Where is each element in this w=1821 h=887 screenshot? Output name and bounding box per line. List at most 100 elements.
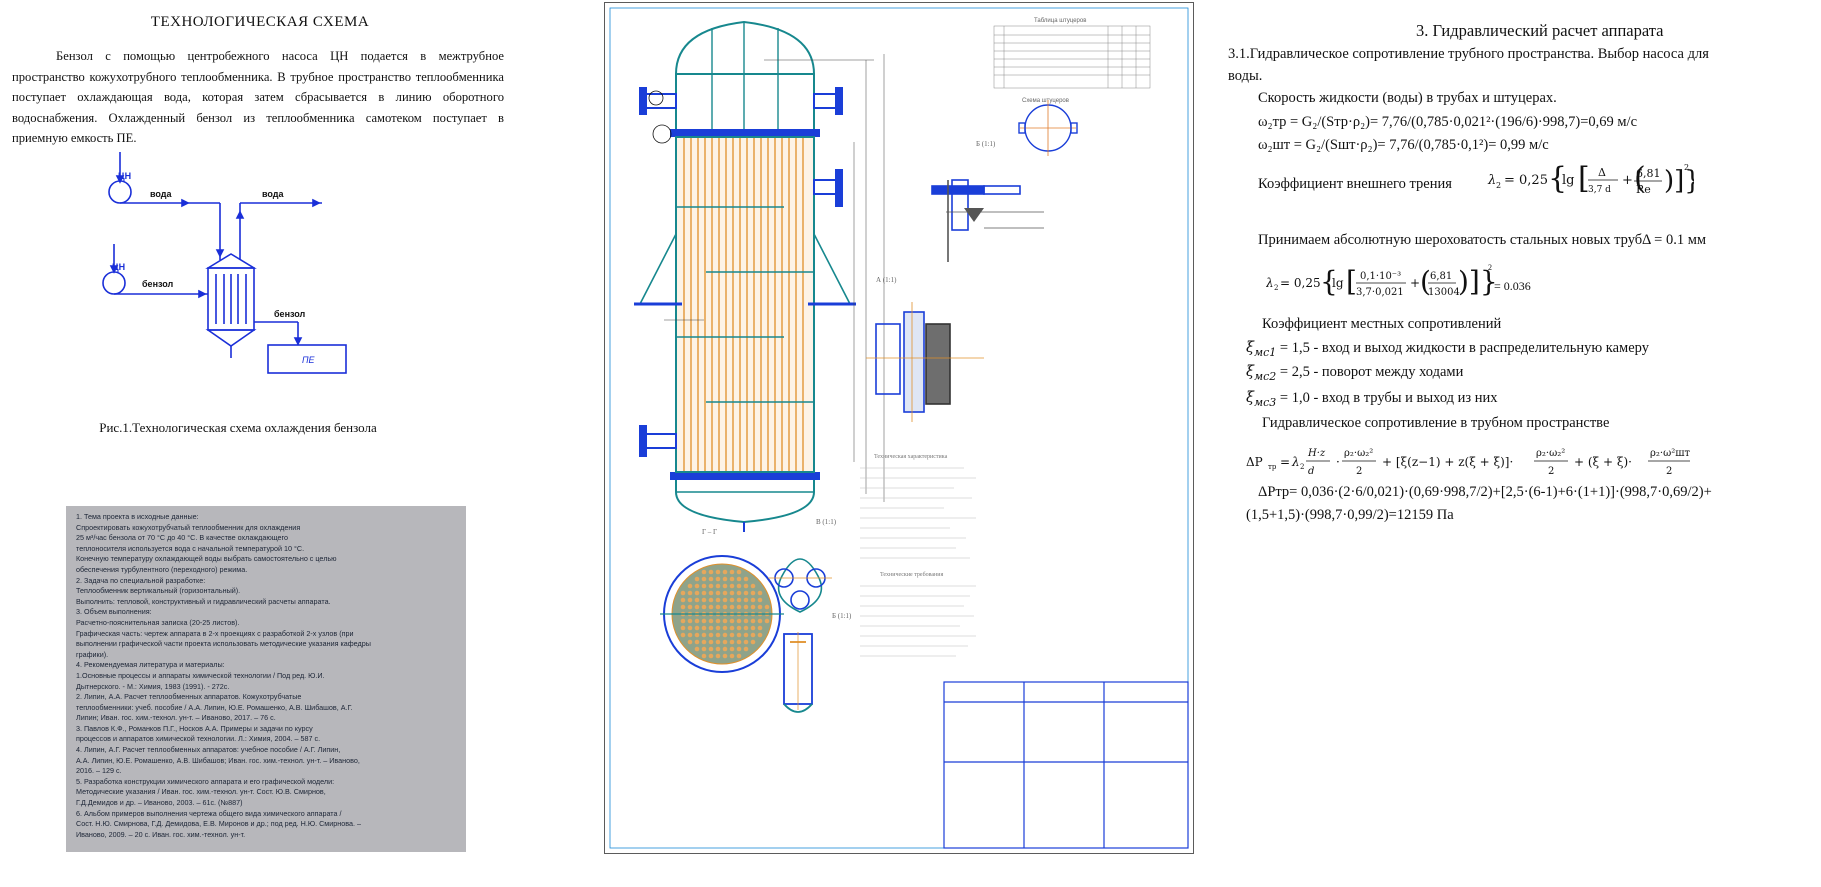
tube-hole (722, 569, 728, 575)
assignment-line: 3. Павлов К.Ф., Романков П.Г., Носков А.… (76, 723, 313, 733)
assignment-line: Расчетно-пояснительная записка (20-25 ли… (76, 617, 240, 627)
tube-hole (687, 618, 693, 624)
vessel-body (670, 20, 820, 524)
svg-text:ρ₂·ω₂²: ρ₂·ω₂² (1344, 448, 1373, 459)
tube-hole (757, 618, 763, 624)
assignment-line: 3. Объем выполнения: (76, 607, 152, 617)
tube-hole (687, 597, 693, 603)
tube-hole (687, 583, 693, 589)
tube-hole (694, 618, 700, 624)
assignment-line: обеспечения турбулентного (переходного) … (76, 564, 248, 574)
svg-text:{: { (1320, 265, 1338, 298)
xi-2-symbol: ξмс2 (1246, 364, 1277, 383)
tube-hole (715, 639, 721, 645)
assignment-line: Дытнерского. - М.: Химия, 1983 (1991). -… (76, 681, 230, 691)
tube-hole (736, 604, 742, 610)
tube-hole (722, 590, 728, 596)
tube-hole (729, 597, 735, 603)
pump-top-label: ЦН (118, 171, 131, 181)
nozzle-scheme (1018, 100, 1078, 156)
tube-hole (729, 618, 735, 624)
assignment-line: 4. Липин, А.Г. Расчет теплообменных аппа… (76, 745, 341, 755)
tech-req-lines (860, 585, 976, 657)
tube-hole (694, 632, 700, 638)
svg-text:ρ₂·ω₂²: ρ₂·ω₂² (1536, 448, 1565, 459)
assignment-line: 1.Основные процессы и аппараты химическо… (76, 670, 325, 680)
tube-hole (729, 646, 735, 652)
local-resistance-heading: Коэффициент местных сопротивлений (1262, 316, 1502, 332)
tube-hole (715, 625, 721, 631)
tube-hole (687, 604, 693, 610)
scheme-title: ТЕХНОЛОГИЧЕСКАЯ СХЕМА (150, 14, 370, 30)
lambda-calc-value: = 0.036 (1494, 279, 1531, 293)
pump-bottom-label: ЦН (112, 262, 125, 272)
velocity-heading: Скорость жидкости (воды) в трубах и штуц… (1258, 90, 1557, 106)
tech-spec-lines (860, 467, 976, 559)
tube-hole (743, 618, 749, 624)
xi-1-symbol: ξмс1 (1246, 340, 1277, 359)
tube-hole (736, 583, 742, 589)
assignment-line: процессов и аппаратов химической техноло… (76, 734, 321, 744)
svg-text:H·z: H·z (1307, 448, 1326, 459)
tube-hole (708, 625, 714, 631)
svg-text:2: 2 (1666, 466, 1672, 477)
tube-hole (715, 632, 721, 638)
svg-text:= 0,25: = 0,25 (1280, 276, 1321, 290)
tube-hole (715, 590, 721, 596)
tube-hole (715, 569, 721, 575)
assignment-line: 2016. – 129 с. (76, 766, 122, 776)
svg-text:·: · (1336, 455, 1340, 469)
tube-hole (694, 576, 700, 582)
nozzle-scheme-label: Схема штуцеров (1022, 98, 1069, 104)
tube-sheet-section (660, 555, 784, 673)
tube-hole (722, 583, 728, 589)
tube-hole (722, 625, 728, 631)
scheme-description: Бензол с помощью центробежного насоса ЦН… (12, 46, 504, 149)
tube-hole (694, 639, 700, 645)
svg-text:2: 2 (1274, 284, 1278, 292)
xi-1-value: = 1,5 (1279, 340, 1310, 356)
tube-hole (750, 583, 756, 589)
tube-hole (708, 639, 714, 645)
tube-hole (701, 639, 707, 645)
assignment-line: 6. Альбом примеров выполнения чертежа об… (76, 808, 342, 818)
view-label-a: А (1:1) (876, 276, 897, 284)
eq-velocity-nozzle: ω₂шт = G₂/(Sшт·ρ₂)= 7,76/(0,785·0,1²)= 0… (1258, 137, 1549, 153)
tube-hole (729, 590, 735, 596)
assignment-line: Теплообменник вертикальный (горизонтальн… (76, 586, 241, 596)
tube-hole (729, 569, 735, 575)
tube-hole (680, 625, 686, 631)
assignment-line: 2. Задача по специальной разработке: (76, 575, 206, 585)
assignment-line: 1. Тема проекта в исходные данные: (76, 512, 199, 521)
assignment-line: 4. Рекомендуемая литература и материалы: (76, 660, 225, 670)
assignment-line: Выполнить: тепловой, конструктивный и ги… (76, 596, 331, 606)
nozzle-table-title: Таблица штуцеров (1034, 18, 1086, 24)
assignment-line: теплообменники: учеб. пособие / А.А. Лип… (76, 702, 353, 712)
tube-hole (757, 632, 763, 638)
baffles (676, 206, 814, 403)
tube-hole (736, 653, 742, 659)
svg-text:+ [ξ(z−1) + z(ξ + ξ)]·: + [ξ(z−1) + z(ξ + ξ)]· (1382, 455, 1513, 469)
svg-text:Δ: Δ (1598, 166, 1606, 179)
svg-text:(: ( (1634, 161, 1646, 196)
svg-text:+ (ξ + ξ)·: + (ξ + ξ)· (1574, 455, 1632, 469)
tube-hole (715, 618, 721, 624)
tube-hole (750, 632, 756, 638)
svg-text:+: + (1410, 276, 1420, 290)
tube-hole (708, 653, 714, 659)
nozzles (639, 87, 843, 532)
tube-hole (750, 618, 756, 624)
tube-hole (701, 576, 707, 582)
tube-hole (701, 604, 707, 610)
tube-hole (764, 604, 770, 610)
svg-text:)]}: )]} (1458, 265, 1498, 298)
tube-hole (701, 625, 707, 631)
tube-hole (687, 590, 693, 596)
tube-hole (764, 618, 770, 624)
xi-1-desc: - вход и выход жидкости в распределитель… (1313, 340, 1649, 356)
svg-text:2: 2 (1300, 463, 1304, 471)
tube-hole (736, 576, 742, 582)
assignment-line: выполнении графической части проекта исп… (76, 639, 371, 649)
scheme-description-text: Бензол с помощью центробежного насоса ЦН… (12, 49, 504, 145)
